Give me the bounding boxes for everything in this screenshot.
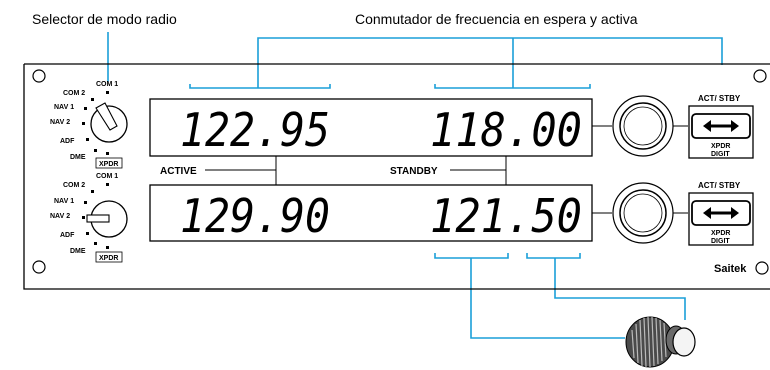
- mode-selector-top[interactable]: COM 1 COM 2 NAV 1 NAV 2 ADF DME XPDR: [50, 81, 128, 169]
- selector-label-nav2: NAV 2: [50, 119, 70, 126]
- top-active-frequency: 122.95: [180, 103, 330, 157]
- act-stby-label: ACT/ STBY: [698, 181, 741, 190]
- active-label: ACTIVE: [160, 166, 197, 177]
- active-bracket: [189, 84, 331, 89]
- selector-pointer: [86, 214, 110, 223]
- act-stby-button-top[interactable]: ACT/ STBY XPDR DIGIT: [688, 94, 754, 159]
- selector-label-dme: DME: [70, 248, 86, 255]
- tuning-knob-top[interactable]: [592, 95, 688, 157]
- selector-label-dme: DME: [70, 154, 86, 161]
- screw-hole-top-left: [32, 69, 46, 83]
- double-arrow-icon: [703, 207, 739, 219]
- mode-selector-callout: Selector de modo radio: [32, 11, 177, 27]
- tuning-knob-bottom[interactable]: [592, 182, 688, 244]
- knob-center: [623, 106, 663, 146]
- xpdr-box: [95, 251, 123, 263]
- khz-bracket: [526, 253, 581, 259]
- screw-hole-bottom-right: [755, 261, 769, 275]
- selector-label-adf: ADF: [60, 232, 75, 239]
- bottom-active-frequency: 129.90: [180, 189, 330, 243]
- callout-lines: [107, 32, 723, 339]
- xpdr-box: [95, 157, 123, 169]
- khz-leader: [554, 258, 686, 320]
- mode-selector-bottom[interactable]: COM 1 COM 2 NAV 1 NAV 2 ADF DME XPDR: [50, 173, 128, 263]
- screw-hole-bottom-left: [32, 260, 46, 274]
- top-standby-frequency: 118.00: [430, 103, 582, 157]
- selector-pointer: [95, 102, 118, 131]
- selector-label-com2: COM 2: [63, 90, 85, 97]
- swap-leader-outer: [257, 37, 723, 88]
- selector-label-com1: COM 1: [96, 173, 118, 180]
- bottom-standby-frequency: 121.50: [430, 189, 582, 243]
- inner-knob[interactable]: [672, 327, 696, 357]
- selector-detents: [82, 183, 109, 249]
- brand-logo: Saitek: [714, 263, 747, 275]
- digit-label: DIGIT: [711, 151, 730, 158]
- knob-center: [623, 193, 663, 233]
- selector-label-nav1: NAV 1: [54, 198, 74, 205]
- mhz-bracket: [434, 253, 509, 259]
- label-lines: [205, 156, 507, 185]
- selector-label-xpdr: XPDR: [99, 161, 118, 168]
- mhz-leader: [470, 258, 625, 339]
- double-arrow-icon: [703, 120, 739, 132]
- standby-line-top: [450, 156, 507, 171]
- screw-hole-top-right: [753, 69, 767, 83]
- selector-label-nav1: NAV 1: [54, 104, 74, 111]
- xpdr-label: XPDR: [711, 143, 730, 150]
- selector-detents: [82, 91, 109, 155]
- bottom-display-window: [149, 184, 593, 242]
- standby-label: STANDBY: [390, 166, 438, 177]
- radio-panel: [23, 63, 770, 290]
- freq-swap-callout: Conmutador de frecuencia en espera y act…: [355, 11, 638, 27]
- act-stby-label: ACT/ STBY: [698, 94, 741, 103]
- top-display-window: [149, 98, 593, 157]
- active-line-top: [205, 156, 277, 171]
- act-stby-button-bottom[interactable]: ACT/ STBY XPDR DIGIT: [688, 181, 754, 246]
- standby-bracket: [434, 84, 591, 89]
- knurl-ridges: [631, 316, 667, 368]
- selector-label-com1: COM 1: [96, 81, 118, 88]
- selector-label-xpdr: XPDR: [99, 255, 118, 262]
- digit-label: DIGIT: [711, 238, 730, 245]
- selector-label-com2: COM 2: [63, 182, 85, 189]
- xpdr-label: XPDR: [711, 230, 730, 237]
- dual-rotary-knob[interactable]: [625, 316, 696, 368]
- selector-label-nav2: NAV 2: [50, 213, 70, 220]
- selector-label-adf: ADF: [60, 138, 75, 145]
